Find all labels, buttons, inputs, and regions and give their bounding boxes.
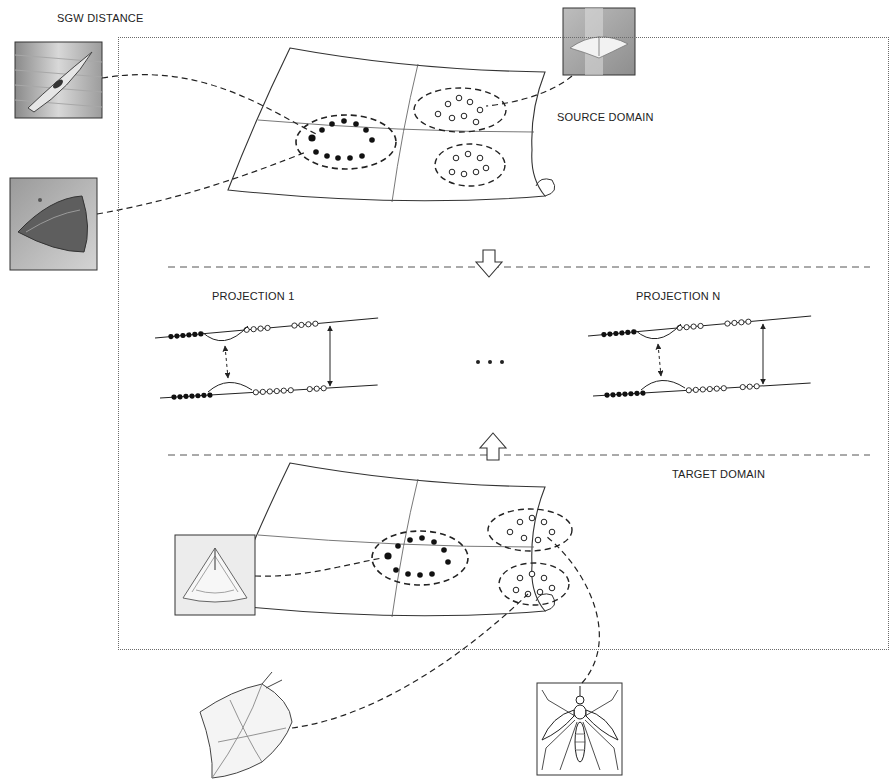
separator-line (168, 455, 870, 456)
target-clusters (372, 509, 572, 605)
region-box: SGW DISTANCE (57, 12, 890, 652)
source-manifold (228, 48, 555, 202)
moth-drawing (200, 672, 292, 778)
section-label: SOURCE DOMAIN (555, 111, 656, 124)
hollow-arrow (480, 433, 506, 460)
dotted-border (118, 37, 889, 650)
projection-1 (155, 315, 379, 400)
section-label: PROJECTION 1 (210, 290, 296, 303)
target-manifold (228, 463, 555, 617)
moth-photo (175, 535, 255, 615)
section-label: TARGET DOMAIN (670, 468, 767, 481)
mosquito-drawing (537, 683, 622, 775)
source-clusters (296, 88, 506, 186)
ellipsis-dots (476, 360, 504, 364)
moth-photo (10, 178, 97, 270)
region-heading: SGW DISTANCE (57, 12, 144, 25)
projection-n (588, 313, 812, 398)
leader-lines (97, 75, 599, 728)
section-label: PROJECTION N (634, 290, 722, 303)
hollow-arrow (476, 250, 502, 277)
separator-line (168, 267, 870, 268)
moth-photo (563, 8, 635, 75)
moth-photo (15, 42, 102, 118)
